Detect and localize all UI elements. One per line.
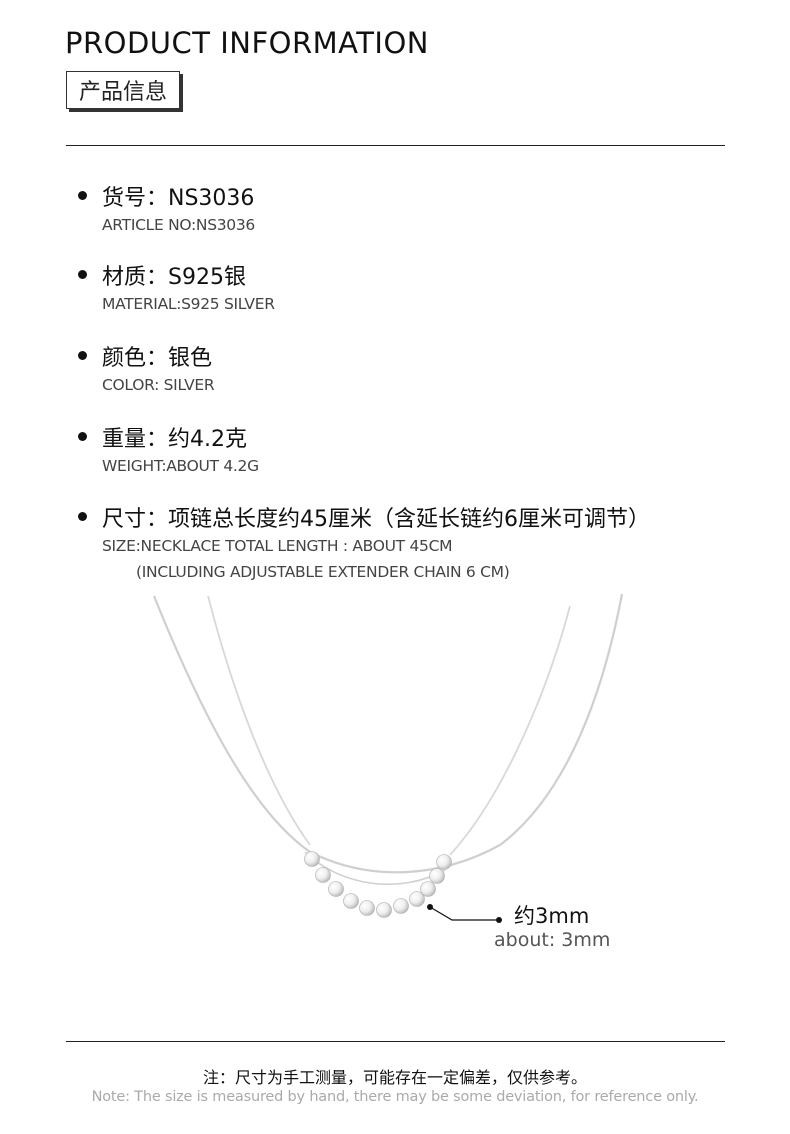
bead — [436, 854, 452, 870]
bead — [343, 893, 359, 909]
callout-end-dot — [496, 917, 502, 923]
bead — [429, 868, 445, 884]
bottom-divider — [66, 1041, 725, 1042]
bullet-icon — [78, 351, 87, 360]
callout-line — [429, 906, 499, 921]
necklace-image — [152, 593, 624, 923]
spec-weight-zh: 重量：约4.2克 — [102, 427, 247, 452]
spec-size-zh: 尺寸：项链总长度约45厘米（含延长链约6厘米可调节） — [102, 507, 650, 532]
note-en: Note: The size is measured by hand, ther… — [91, 1089, 699, 1105]
bead-size-zh: 约3mm — [514, 904, 590, 928]
inner-chain-left — [207, 595, 311, 846]
bead-row — [304, 851, 452, 918]
note-zh: 注：尺寸为手工测量，可能存在一定偏差，仅供参考。 — [202, 1068, 587, 1087]
spec-weight-en: WEIGHT:ABOUT 4.2G — [102, 457, 259, 475]
spec-size-en-extender: (INCLUDING ADJUSTABLE EXTENDER CHAIN 6 C… — [136, 563, 510, 581]
bead — [420, 881, 436, 897]
spec-color-en: COLOR: SILVER — [102, 376, 215, 394]
bullet-icon — [78, 432, 87, 441]
bead — [393, 898, 409, 914]
bullet-icon — [78, 270, 87, 279]
callout-start-dot — [427, 904, 433, 910]
spec-article-no-zh: 货号：NS3036 — [102, 186, 255, 211]
bead — [376, 902, 392, 918]
outer-chain — [152, 593, 624, 874]
spec-material-zh: 材质：S925银 — [102, 265, 246, 290]
bead — [304, 851, 320, 867]
inner-chain-right — [449, 605, 571, 856]
bead — [328, 881, 344, 897]
section-label: 产品信息 — [66, 71, 180, 109]
bead — [359, 900, 375, 916]
bullet-icon — [78, 191, 87, 200]
bead — [409, 891, 425, 907]
spec-material-en: MATERIAL:S925 SILVER — [102, 295, 275, 313]
bullet-icon — [78, 512, 87, 521]
spec-article-no-en: ARTICLE NO:NS3036 — [102, 216, 255, 234]
spec-color-zh: 颜色：银色 — [102, 346, 213, 371]
spec-size-en: SIZE:NECKLACE TOTAL LENGTH : ABOUT 45CM — [102, 537, 453, 555]
bead — [315, 867, 331, 883]
page-title: PRODUCT INFORMATION — [65, 26, 429, 60]
bead-size-en: about: 3mm — [494, 929, 611, 951]
top-divider — [66, 145, 725, 146]
